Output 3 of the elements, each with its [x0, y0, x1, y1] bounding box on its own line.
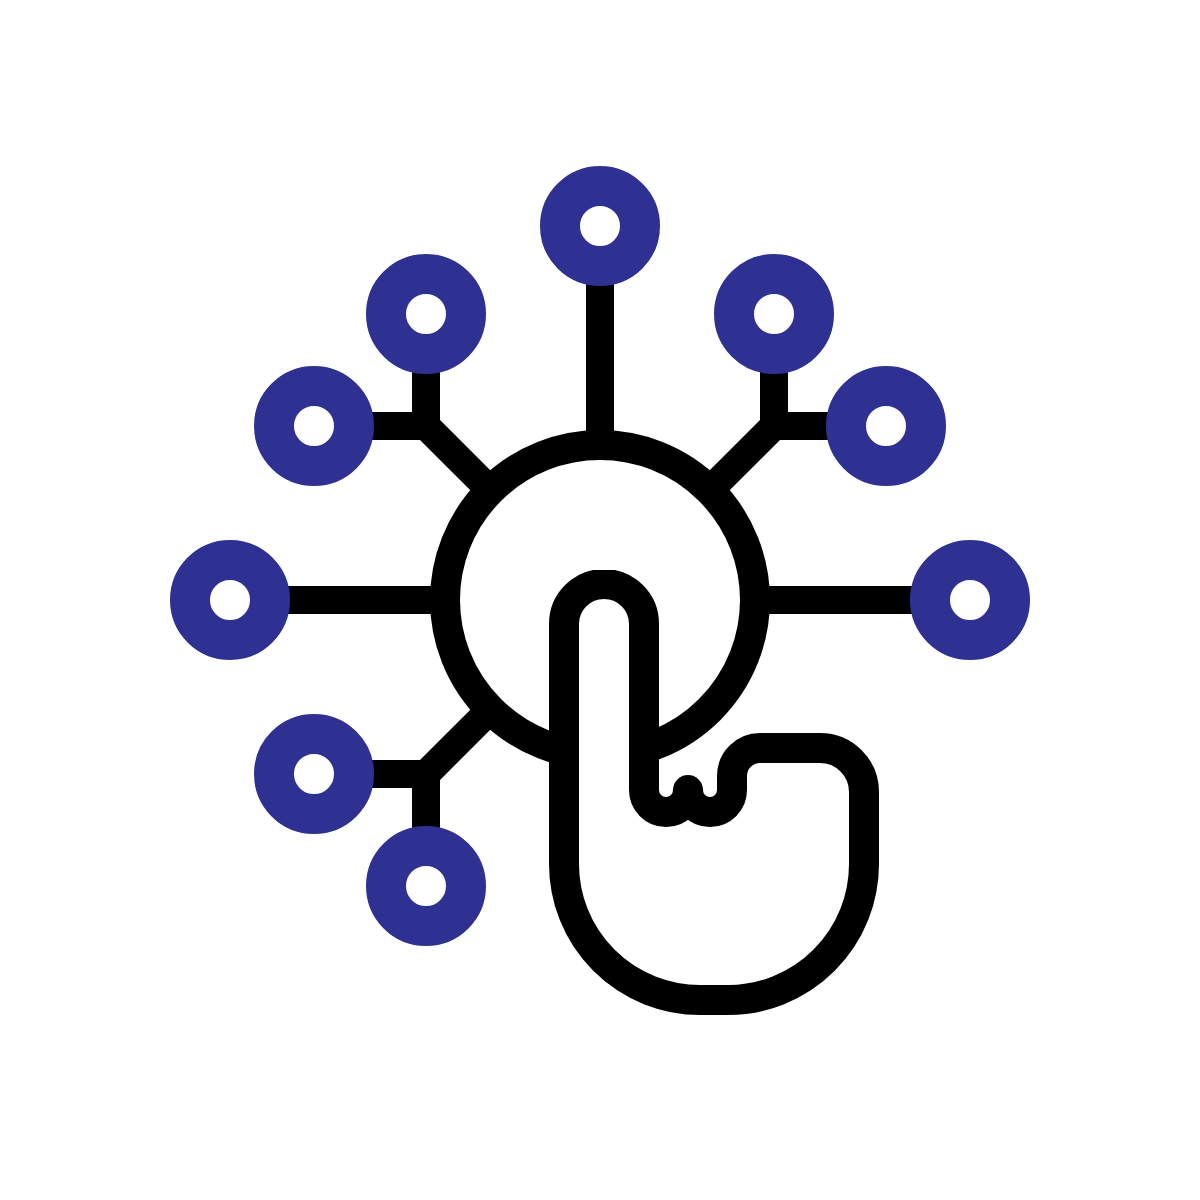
connector-line [586, 284, 614, 432]
connector-line [768, 586, 912, 614]
connector-line [288, 586, 432, 614]
